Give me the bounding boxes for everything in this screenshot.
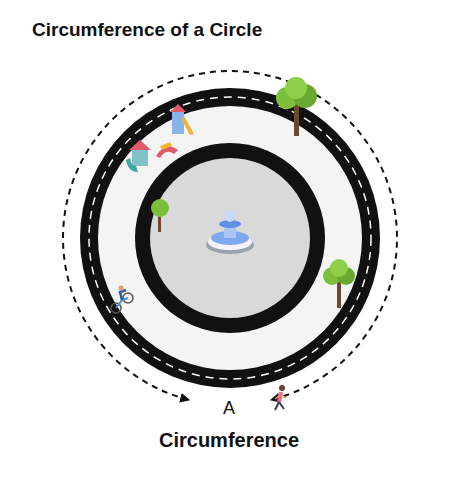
diagram-caption: Circumference [159, 429, 299, 452]
runner-head [279, 385, 285, 391]
tree-crown [285, 77, 307, 99]
rider-head [119, 286, 124, 291]
tree-crown [330, 259, 348, 277]
road-marking [89, 97, 371, 379]
runner-arms [275, 395, 286, 399]
tree-crown [151, 199, 169, 217]
plaza [150, 158, 310, 318]
tree-trunk [337, 280, 341, 308]
play-house [132, 150, 148, 166]
playground [126, 104, 194, 172]
play-house-roof [129, 140, 151, 150]
play-slide-step [160, 142, 172, 150]
inner-ring [135, 143, 325, 333]
fountain-spray [225, 210, 235, 222]
cyclist [111, 286, 133, 314]
runner [275, 385, 286, 410]
runner-legs [275, 402, 284, 410]
runner-body [279, 392, 281, 402]
slide-tower [172, 112, 184, 134]
diagram-title: Circumference of a Circle [32, 19, 262, 41]
tree [151, 199, 169, 232]
tree [276, 77, 317, 136]
circumference-path [63, 71, 397, 400]
bike-wheel [123, 293, 133, 303]
slide [182, 116, 194, 135]
tube-slide [126, 158, 138, 172]
fountain [206, 210, 254, 254]
tree [323, 259, 355, 308]
outer-road [80, 88, 380, 388]
rider-body [120, 290, 126, 300]
point-label: A [223, 398, 235, 419]
slide-roof [170, 104, 186, 112]
park-area [98, 106, 362, 370]
